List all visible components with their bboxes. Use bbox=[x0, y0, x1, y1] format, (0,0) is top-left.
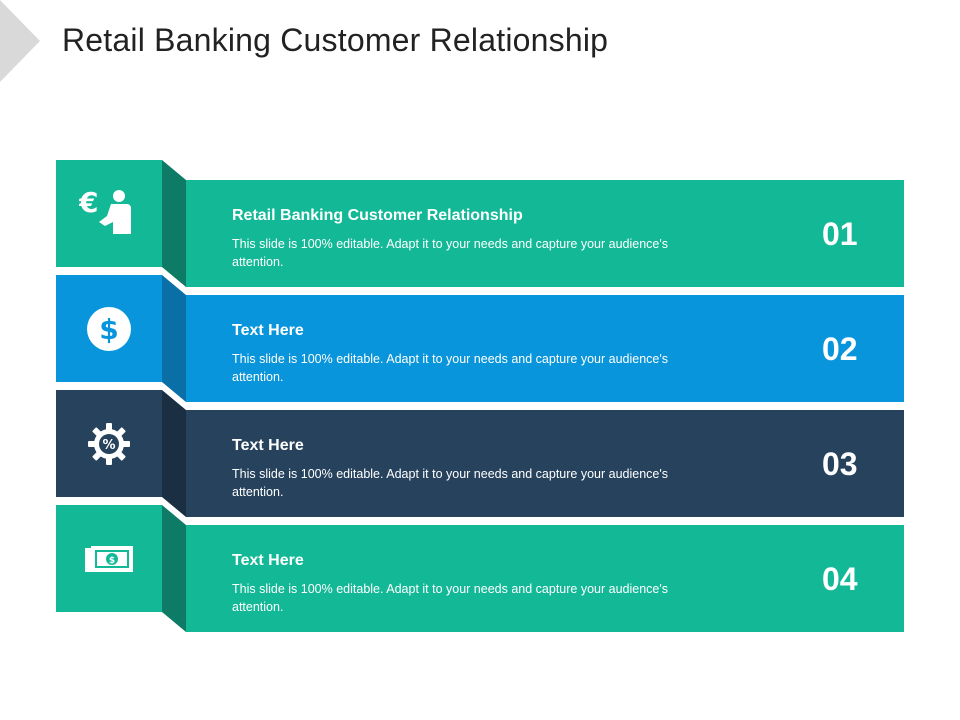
banknote-icon: $ bbox=[85, 545, 133, 572]
item-description: This slide is 100% editable. Adapt it to… bbox=[232, 467, 668, 499]
percent-gear-icon: % bbox=[88, 422, 130, 465]
item-title: Text Here bbox=[232, 552, 304, 569]
item-title: Text Here bbox=[232, 437, 304, 454]
dollar-glyph: $ bbox=[99, 313, 118, 346]
content-band: Text Here This slide is 100% editable. A… bbox=[186, 525, 904, 632]
item-description: This slide is 100% editable. Adapt it to… bbox=[232, 582, 668, 614]
content-band: Retail Banking Customer Relationship Thi… bbox=[186, 180, 904, 287]
banknote-glyph: $ bbox=[109, 556, 115, 566]
dollar-coin-icon: $ bbox=[87, 306, 131, 351]
slide-title: Retail Banking Customer Relationship bbox=[62, 22, 609, 58]
list-item: $ Text Here This slide is 100% editable.… bbox=[0, 505, 960, 632]
item-title: Text Here bbox=[232, 322, 304, 339]
icon-tab: $ bbox=[56, 275, 162, 382]
euro-person-icon: € bbox=[79, 188, 131, 234]
content-band: Text Here This slide is 100% editable. A… bbox=[186, 410, 904, 517]
item-description: This slide is 100% editable. Adapt it to… bbox=[232, 237, 668, 269]
icon-tab: € bbox=[56, 160, 162, 267]
ribbon-fold bbox=[162, 160, 186, 287]
euro-glyph: € bbox=[79, 188, 98, 219]
ribbon-fold bbox=[162, 505, 186, 632]
item-number: 02 bbox=[822, 331, 858, 367]
ribbon-fold bbox=[162, 390, 186, 517]
item-description: This slide is 100% editable. Adapt it to… bbox=[232, 352, 668, 384]
item-number: 04 bbox=[822, 561, 858, 597]
icon-tab: $ bbox=[56, 505, 162, 612]
item-number: 01 bbox=[822, 216, 858, 252]
list-item: € Retail Banking Customer Relationship T… bbox=[0, 160, 960, 287]
percent-glyph: % bbox=[102, 438, 115, 453]
corner-decoration bbox=[0, 0, 40, 82]
item-title: Retail Banking Customer Relationship bbox=[232, 207, 523, 224]
content-band: Text Here This slide is 100% editable. A… bbox=[186, 295, 904, 402]
ribbon-fold bbox=[162, 275, 186, 402]
list-item: % Text Here This slide is 100% editable.… bbox=[0, 390, 960, 517]
item-number: 03 bbox=[822, 446, 858, 482]
list-item: $ Text Here This slide is 100% editable.… bbox=[0, 275, 960, 402]
icon-tab: % bbox=[56, 390, 162, 497]
